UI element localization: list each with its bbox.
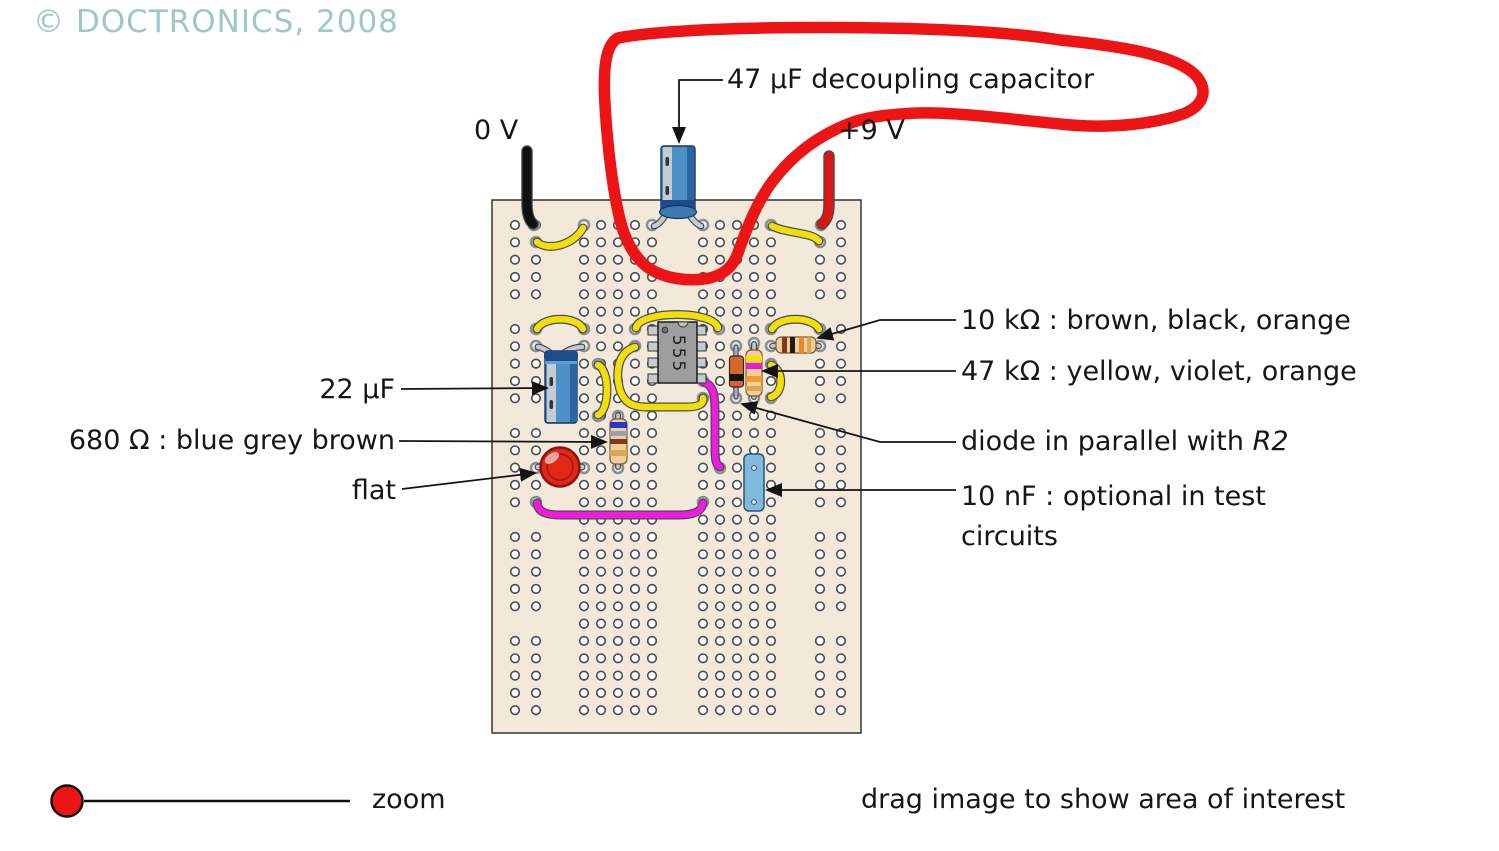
jumper-top-left [533,224,587,250]
leader-arrow-22uf [400,381,549,396]
highlight-loop [598,21,1209,286]
leader-arrow-diode [740,401,956,443]
label-0v: 0 V [474,115,519,146]
resistor-47k [745,349,763,397]
capacitor-47uf [658,145,698,220]
zoom-slider-label: zoom [372,784,446,815]
callout-capacitor-10nf: 10 nF : optional in test circuits [961,477,1266,557]
callout-diode-text: diode in parallel with [961,426,1253,457]
magenta-wire-vertical [700,378,724,471]
callout-led-flat: flat [351,475,396,506]
ic-label: 555 [668,335,688,373]
callout-diode: diode in parallel with R2 [961,426,1289,458]
capacitor-10nf [743,453,765,512]
power-wire-red [817,151,834,229]
led [539,446,581,488]
ic-notch-icon [677,321,689,328]
jumper-over-ic [632,311,722,332]
pin1-dot-icon [661,326,669,334]
jumper-left-c [594,361,611,419]
callout-10nf-line1: 10 nF : optional in test [961,481,1266,512]
magenta-wire-long [533,499,707,519]
copyright-text: © DOCTRONICS, 2008 [33,4,399,40]
jumper-under-ic [614,343,707,411]
leader-arrow-flat [401,467,537,490]
capacitor-22uf [544,350,578,424]
drag-hint-text: drag image to show area of interest [861,784,1346,815]
callout-diode-ref: R2 [1252,426,1289,457]
callout-resistor-680: 680 Ω : blue grey brown [68,425,395,456]
diode [728,355,745,388]
callout-10nf-line2: circuits [961,521,1058,552]
zoom-slider-knob[interactable] [50,784,84,818]
jumper-top-right [768,222,823,245]
leader-arrow-decoupling [672,79,723,144]
jumper-mid-left [533,316,587,333]
resistor-680 [609,418,628,465]
callout-resistor-47k: 47 kΩ : yellow, violet, orange [961,356,1357,387]
callout-capacitor-22uf: 22 μF [319,374,395,405]
callout-decoupling-capacitor: 47 μF decoupling capacitor [727,64,1095,95]
zoom-slider [50,784,350,818]
power-wire-black [522,146,538,229]
callout-leaders [398,79,956,497]
callout-resistor-10k: 10 kΩ : brown, black, orange [961,305,1351,336]
leader-arrow-10k [816,319,956,341]
label-9v: +9 V [838,115,905,146]
jumper-mid-right [768,316,823,333]
resistor-10k [775,336,817,354]
jumper-wires [521,145,835,520]
ic-555: 555 [647,321,707,384]
leader-arrow-680 [398,434,608,449]
